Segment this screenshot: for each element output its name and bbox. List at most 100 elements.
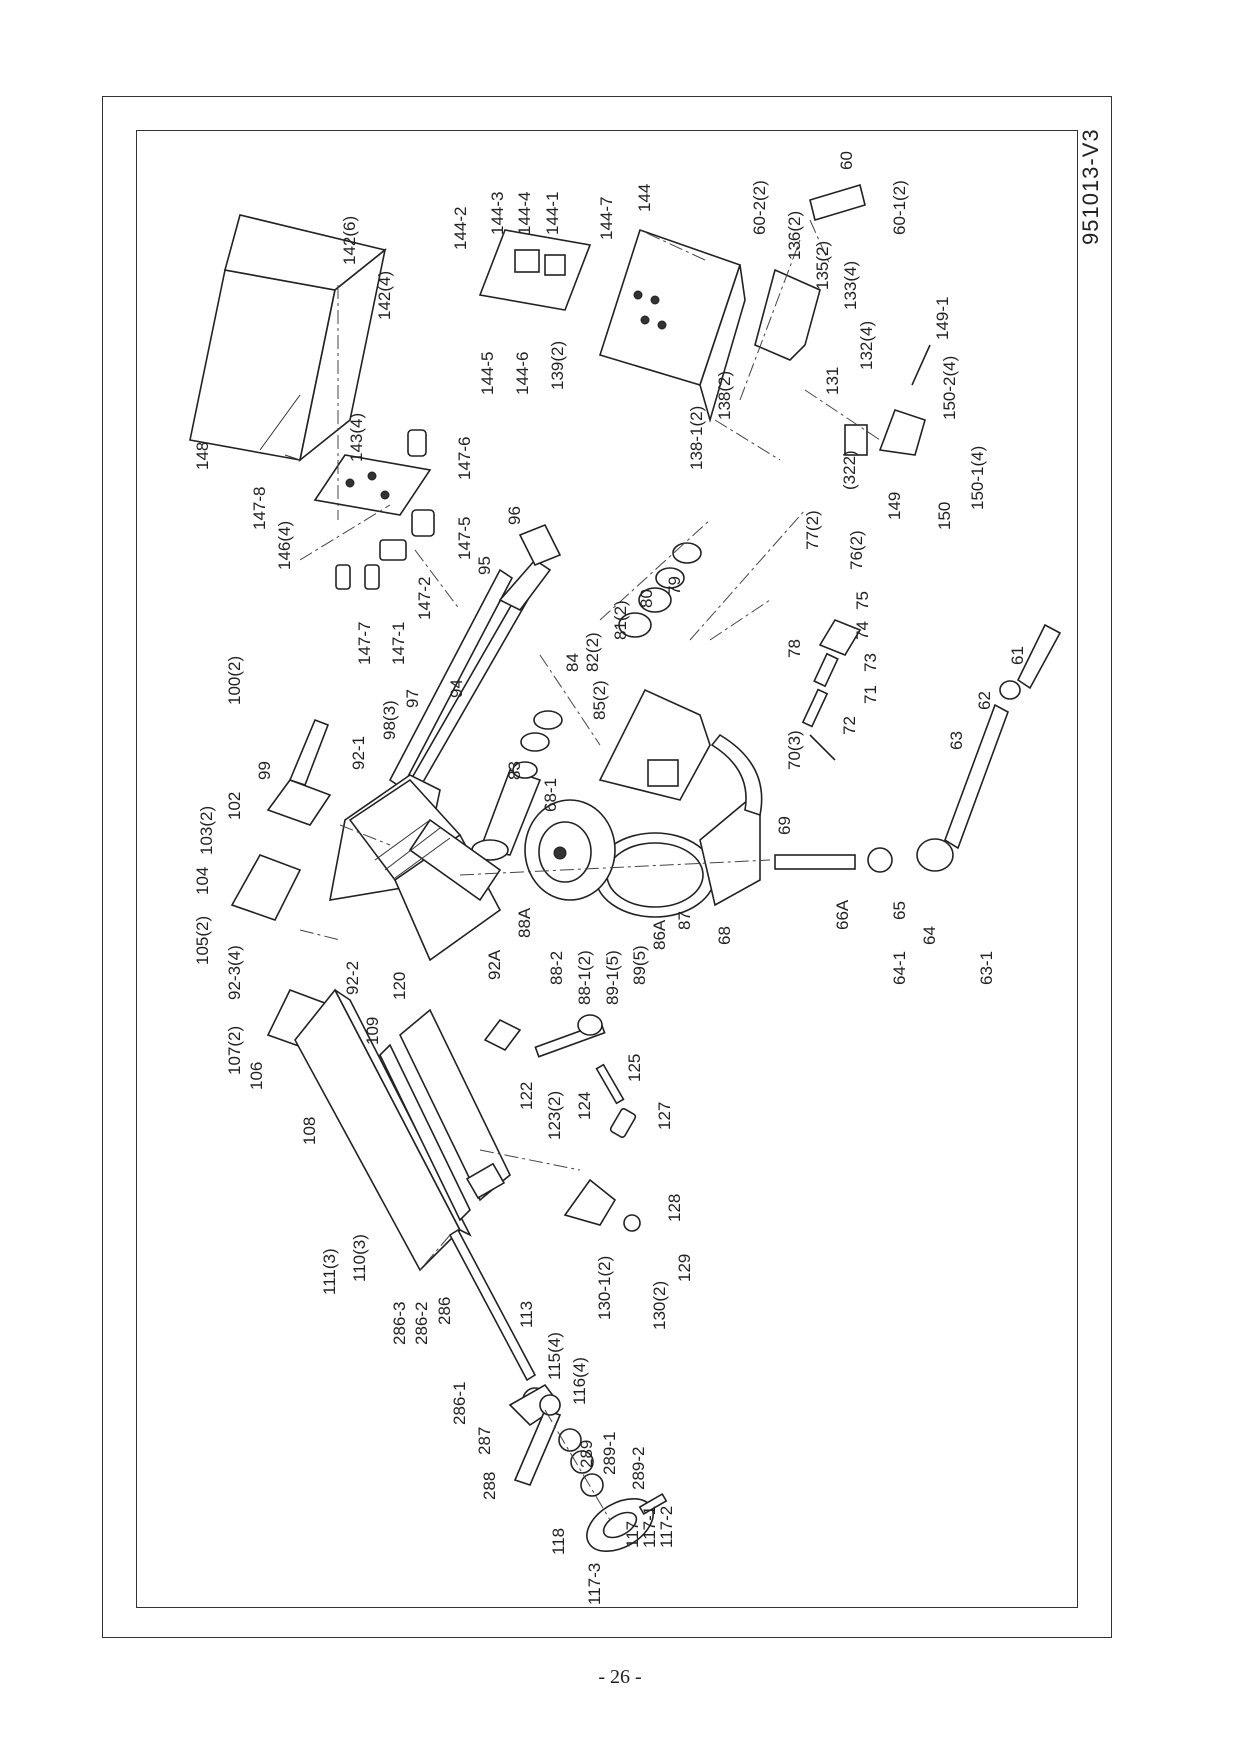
label-146-4: 146(4) <box>275 521 294 570</box>
label-147-1: 147-1 <box>389 622 408 665</box>
label-98-3: 98(3) <box>380 700 399 740</box>
label-61: 61 <box>1008 646 1027 665</box>
label-86A: 86A <box>650 919 669 950</box>
cover-148 <box>189 214 387 463</box>
label-322: (322) <box>840 450 859 490</box>
label-88A: 88A <box>515 907 534 938</box>
label-123-2: 123(2) <box>545 1091 564 1140</box>
label-124: 124 <box>575 1092 594 1120</box>
label-63-1: 63-1 <box>977 951 996 985</box>
label-130-1-2: 130-1(2) <box>595 1256 614 1320</box>
label-99: 99 <box>255 761 274 780</box>
housing-68 <box>594 688 761 918</box>
label-289: 289 <box>577 1440 596 1468</box>
label-108: 108 <box>300 1117 319 1145</box>
label-83: 83 <box>505 761 524 780</box>
label-110-3: 110(3) <box>350 1234 369 1282</box>
label-148: 148 <box>193 442 212 470</box>
label-92-3-4: 92-3(4) <box>225 945 244 1000</box>
label-149-1: 149-1 <box>933 297 952 340</box>
label-133-4: 133(4) <box>841 261 860 310</box>
part-labels: 148 142(6) 142(4) 143(4) 147-8 146(4) 14… <box>193 151 1027 1605</box>
label-104: 104 <box>193 867 212 895</box>
label-131: 131 <box>823 367 842 395</box>
label-88-1-2: 88-1(2) <box>575 950 594 1005</box>
drawing-code: 951013-V3 <box>1078 128 1103 245</box>
label-128: 128 <box>665 1194 684 1222</box>
label-102: 102 <box>225 792 244 820</box>
electric-box-144 <box>478 228 746 423</box>
label-105-2: 105(2) <box>193 916 212 965</box>
label-79: 79 <box>665 576 684 595</box>
hinge-149 <box>844 344 931 456</box>
label-68-1: 68-1 <box>541 778 560 812</box>
plate-99 <box>288 718 330 787</box>
drawing-frame <box>136 130 1078 1608</box>
label-81-2: 81(2) <box>611 600 630 640</box>
label-144-3: 144-3 <box>488 192 507 235</box>
bracket-128 <box>563 1178 641 1232</box>
label-65: 65 <box>890 901 909 920</box>
label-287: 287 <box>475 1427 494 1455</box>
label-82-2: 82(2) <box>583 632 602 672</box>
carriage-120 <box>399 1008 511 1202</box>
handwheel-117 <box>586 1492 668 1553</box>
label-117: 117 <box>623 1521 642 1548</box>
label-96: 96 <box>505 506 524 525</box>
rail-109 <box>379 1043 471 1222</box>
label-75: 75 <box>853 591 872 610</box>
plate-104 <box>230 854 302 921</box>
label-103-2: 103(2) <box>197 806 216 855</box>
label-60: 60 <box>837 151 856 170</box>
label-111-3: 111(3) <box>320 1248 339 1295</box>
label-87: 87 <box>675 911 694 930</box>
label-132-4: 132(4) <box>857 321 876 370</box>
label-142-6: 142(6) <box>340 216 359 265</box>
label-92-1: 92-1 <box>349 736 368 770</box>
panel-147-8 <box>313 429 435 590</box>
label-147-2: 147-2 <box>415 577 434 620</box>
label-74: 74 <box>853 621 872 640</box>
label-84: 84 <box>563 653 582 672</box>
label-63: 63 <box>947 731 966 750</box>
label-66A: 66A <box>833 899 852 930</box>
label-69: 69 <box>775 816 794 835</box>
label-120: 120 <box>390 972 409 1000</box>
label-136-2: 136(2) <box>785 211 804 260</box>
label-60-1-2: 60-1(2) <box>890 180 909 235</box>
label-147-7: 147-7 <box>355 622 374 665</box>
label-144-1: 144-1 <box>543 192 562 235</box>
label-144-4: 144-4 <box>515 192 534 235</box>
scale-69 <box>710 733 763 817</box>
label-129: 129 <box>675 1254 694 1282</box>
label-64: 64 <box>920 926 939 945</box>
label-115-4: 115(4) <box>545 1332 564 1380</box>
label-92-2: 92-2 <box>343 961 362 995</box>
outer-frame <box>102 96 1112 1638</box>
label-286-1: 286-1 <box>450 1382 469 1425</box>
page-number: - 26 - <box>598 1666 642 1688</box>
rack-94 <box>388 558 552 798</box>
label-286: 286 <box>435 1297 454 1325</box>
label-113: 113 <box>517 1301 536 1328</box>
label-147-8: 147-8 <box>250 487 269 530</box>
label-144-2: 144-2 <box>451 207 470 250</box>
shaft-66A <box>774 847 893 873</box>
label-144-6: 144-6 <box>513 352 532 395</box>
label-286-2: 286-2 <box>412 1302 431 1345</box>
bearings-79-82 <box>618 542 702 638</box>
label-149: 149 <box>885 492 904 520</box>
label-144-7: 144-7 <box>597 197 616 240</box>
label-150-1-4: 150-1(4) <box>968 446 987 510</box>
label-117-1: 117-1 <box>640 1506 659 1548</box>
bracket-122 <box>483 1014 637 1138</box>
label-94: 94 <box>447 679 466 698</box>
assembly-center-lines <box>299 219 881 1521</box>
lever-63 <box>916 623 1062 872</box>
label-135-2: 135(2) <box>813 241 832 290</box>
label-138-2: 138(2) <box>715 371 734 420</box>
label-60-2-2: 60-2(2) <box>750 180 769 235</box>
label-80: 80 <box>637 589 656 608</box>
label-143-4: 143(4) <box>347 413 366 462</box>
label-289-2: 289-2 <box>629 1447 648 1490</box>
